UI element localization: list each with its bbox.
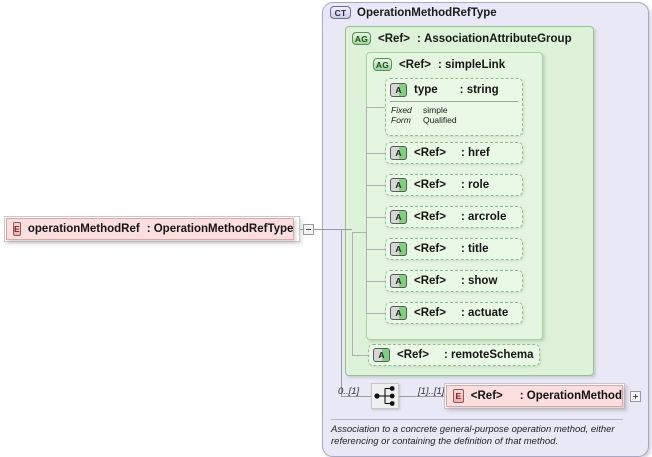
attribute-actuate-name: <Ref> — [414, 307, 446, 319]
attribute-title-box[interactable] — [385, 238, 523, 260]
attribute-arcrole-box[interactable] — [385, 206, 523, 228]
root-element-box[interactable]: E operationMethodRef : OperationMethodRe… — [6, 218, 294, 240]
attribute-icon: A — [390, 83, 407, 97]
attribute-role-row: A <Ref> : role — [390, 177, 489, 193]
attribute-icon: A — [390, 146, 407, 160]
connector-branch-arcrole — [366, 217, 385, 218]
attribute-group-ref-label: <Ref> — [378, 32, 410, 45]
attribute-role-name: <Ref> — [414, 179, 446, 191]
attribute-type-row: A type : string — [390, 82, 499, 98]
attribute-remoteschema-type: : remoteSchema — [443, 349, 534, 361]
attribute-icon: A — [390, 242, 407, 256]
attribute-role-box[interactable] — [385, 174, 523, 196]
attribute-group-simplelink-header[interactable]: AG <Ref> : simpleLink — [373, 57, 505, 72]
attribute-arcrole-type: : arcrole — [460, 211, 507, 223]
attribute-type-datatype: : string — [459, 84, 499, 96]
attribute-actuate-row: A <Ref> : actuate — [390, 305, 508, 321]
element-icon: E — [13, 222, 21, 236]
attribute-icon: A — [390, 274, 407, 288]
child-element-type: : OperationMethod — [519, 390, 622, 402]
root-element-name: operationMethodRef — [27, 223, 140, 235]
root-element-collapse-toggle[interactable] — [303, 224, 314, 235]
simplelink-type-label: : simpleLink — [437, 58, 506, 71]
attribute-actuate-type: : actuate — [460, 307, 509, 319]
property-key-form: Form — [391, 115, 411, 125]
attribute-show-name: <Ref> — [414, 275, 446, 287]
attribute-href-box[interactable] — [385, 142, 523, 164]
property-value-fixed: simple — [423, 105, 448, 115]
annotation-separator — [331, 419, 623, 420]
attribute-role-type: : role — [460, 179, 490, 191]
property-key-fixed: Fixed — [391, 105, 412, 115]
attribute-arcrole-row: A <Ref> : arcrole — [390, 209, 506, 225]
choice-compositor[interactable] — [371, 383, 399, 409]
attribute-type-name: type — [414, 84, 438, 96]
connector-root-to-type — [296, 229, 342, 230]
attribute-icon: A — [390, 306, 407, 320]
attribute-group-type-label: : AssociationAttributeGroup — [416, 32, 572, 45]
attribute-show-row: A <Ref> : show — [390, 273, 497, 289]
attribute-actuate-box[interactable] — [385, 302, 523, 324]
attribute-group-association-header[interactable]: AG <Ref> : AssociationAttributeGroup — [352, 31, 572, 46]
connector-to-remoteschema — [352, 355, 368, 356]
connector-compositor-to-child — [399, 396, 445, 397]
complex-type-icon: CT — [330, 6, 351, 19]
attribute-href-type: : href — [460, 147, 490, 159]
connector-branch-role — [366, 185, 385, 186]
connector-to-simplelink — [352, 232, 366, 233]
connector-type-vertical — [341, 229, 342, 397]
attribute-show-box[interactable] — [385, 270, 523, 292]
connector-trunk-simplelink — [366, 107, 367, 313]
attribute-title-name: <Ref> — [414, 243, 446, 255]
attribute-title-type: : title — [460, 243, 489, 255]
annotation-text: Association to a concrete general-purpos… — [331, 424, 615, 447]
attribute-arcrole-name: <Ref> — [414, 211, 446, 223]
attribute-group-icon: AG — [352, 32, 371, 45]
attribute-href-name: <Ref> — [414, 147, 446, 159]
root-element-type: : OperationMethodRefType — [146, 223, 294, 235]
connector-type-to-compositor — [341, 396, 371, 397]
child-element-box[interactable]: E <Ref> : OperationMethod — [446, 385, 623, 407]
attribute-properties-separator — [390, 101, 518, 102]
complex-type-header: CT OperationMethodRefType — [330, 6, 497, 19]
connector-branch-show — [366, 281, 385, 282]
element-icon: E — [453, 389, 464, 403]
complex-type-name: OperationMethodRefType — [357, 6, 497, 19]
attribute-remoteschema-row: A <Ref> : remoteSchema — [373, 347, 533, 363]
attribute-icon: A — [390, 178, 407, 192]
child-element-expand-toggle[interactable] — [630, 391, 641, 402]
attribute-property-row: Form Qualified — [391, 115, 457, 125]
attribute-href-row: A <Ref> : href — [390, 145, 490, 161]
connector-branch-href — [366, 153, 385, 154]
attribute-icon: A — [390, 210, 407, 224]
child-element-name: <Ref> — [470, 390, 503, 402]
attribute-icon: A — [373, 348, 390, 362]
left-cardinality-label: 0..[1] — [338, 386, 360, 397]
property-value-form: Qualified — [423, 115, 457, 125]
connector-type-to-attributes — [341, 229, 352, 230]
simplelink-group-icon: AG — [373, 58, 392, 71]
attribute-property-row: Fixed simple — [391, 105, 457, 115]
right-cardinality-label: [1]..[1] — [418, 386, 445, 397]
attribute-type-box[interactable] — [385, 78, 523, 136]
choice-icon — [374, 386, 395, 406]
connector-branch-actuate — [366, 313, 385, 314]
simplelink-ref-label: <Ref> — [399, 58, 431, 71]
attribute-remoteschema-box[interactable] — [368, 344, 540, 366]
connector-branch-title — [366, 249, 385, 250]
connector-trunk-association — [352, 232, 353, 356]
connector-branch-type — [366, 107, 385, 108]
attribute-show-type: : show — [460, 275, 498, 287]
attribute-title-row: A <Ref> : title — [390, 241, 488, 257]
attribute-remoteschema-name: <Ref> — [397, 349, 429, 361]
attribute-properties-table: Fixed simple Form Qualified — [391, 105, 457, 125]
